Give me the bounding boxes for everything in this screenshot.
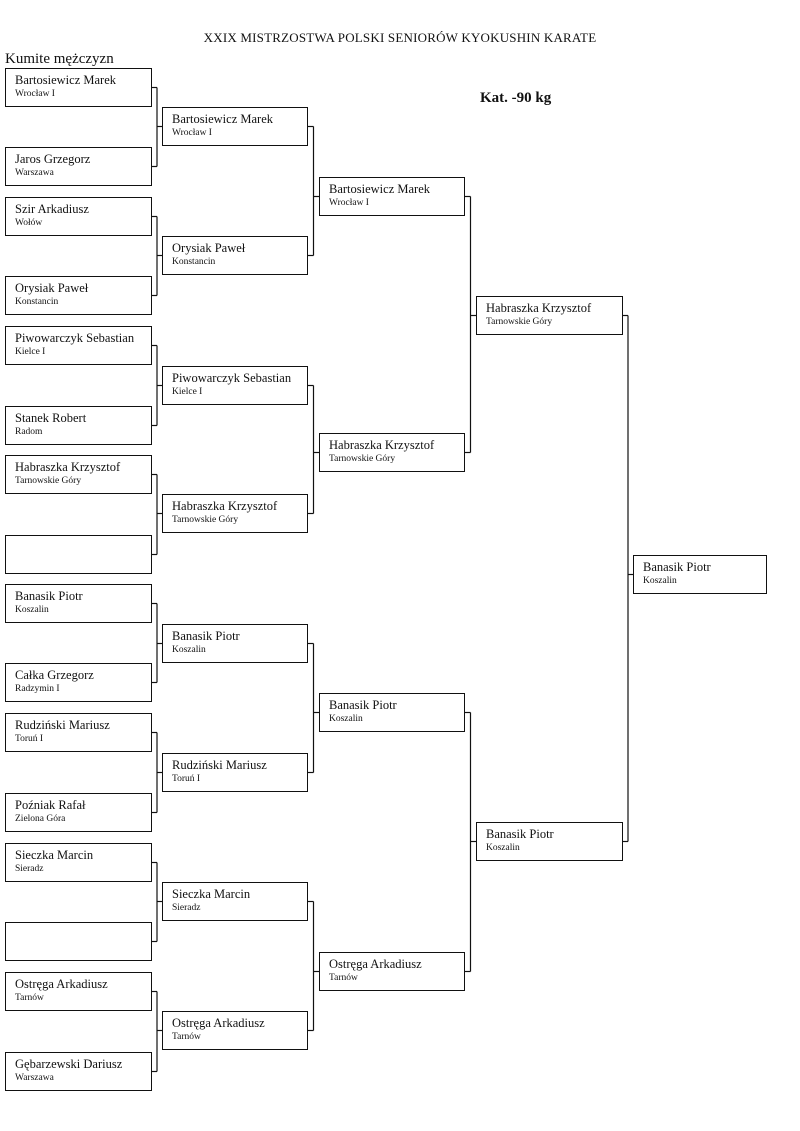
- competitor-club: Kielce I: [172, 387, 203, 397]
- competitor-name: Banasik Piotr: [172, 629, 240, 643]
- competitor-club: Toruń I: [172, 774, 201, 784]
- competitor-club: Tarnowskie Góry: [172, 515, 239, 525]
- competitor-club: Wrocław I: [329, 198, 369, 208]
- competitor-name: Ostręga Arkadiusz: [172, 1016, 265, 1030]
- competitor-name: Orysiak Paweł: [15, 281, 89, 295]
- competitor-name: Piwowarczyk Sebastian: [172, 371, 292, 385]
- competitor-club: Tarnów: [15, 993, 44, 1003]
- competitor-name: Banasik Piotr: [643, 560, 711, 574]
- competitor-name: Ostręga Arkadiusz: [329, 957, 422, 971]
- competitor-name: Piwowarczyk Sebastian: [15, 331, 135, 345]
- competitor-name: Stanek Robert: [15, 411, 87, 425]
- competitor-club: Koszalin: [329, 714, 363, 724]
- competitor-name: Banasik Piotr: [329, 698, 397, 712]
- competitor-club: Sieradz: [172, 903, 201, 913]
- competitor-club: Zielona Góra: [15, 814, 66, 824]
- competitor-name: Banasik Piotr: [15, 589, 83, 603]
- competitor-name: Habraszka Krzysztof: [329, 438, 435, 452]
- competitor-club: Radzymin I: [15, 684, 60, 694]
- competitor-name: Jaros Grzegorz: [15, 152, 91, 166]
- weight-category: Kat. -90 kg: [480, 90, 552, 106]
- competitor-club: Wrocław I: [172, 128, 212, 138]
- competitor-name: Gębarzewski Dariusz: [15, 1057, 123, 1071]
- competitor-name: Bartosiewicz Marek: [15, 73, 117, 87]
- competitor-club: Koszalin: [15, 605, 49, 615]
- competitor-club: Koszalin: [643, 576, 677, 586]
- competitor-club: Wołów: [15, 218, 43, 228]
- competitor-club: Tarnowskie Góry: [15, 476, 82, 486]
- competitor-club: Warszawa: [15, 1073, 54, 1083]
- competitor-club: Tarnowskie Góry: [329, 454, 396, 464]
- competitor-club: Konstancin: [172, 257, 216, 267]
- competitor-name: Sieczka Marcin: [172, 887, 251, 901]
- competitor-name: Rudziński Mariusz: [15, 718, 110, 732]
- competitor-name: Bartosiewicz Marek: [329, 182, 431, 196]
- competitor-name: Szir Arkadiusz: [15, 202, 89, 216]
- competitor-name: Habraszka Krzysztof: [486, 301, 592, 315]
- competitor-club: Warszawa: [15, 168, 54, 178]
- competitor-club: Koszalin: [172, 645, 206, 655]
- round1-slot: [5, 922, 152, 961]
- competitor-club: Konstancin: [15, 297, 59, 307]
- competitor-club: Kielce I: [15, 347, 46, 357]
- competitor-name: Habraszka Krzysztof: [172, 499, 278, 513]
- competitor-club: Radom: [15, 427, 43, 437]
- event-subtitle: Kumite mężczyzn: [5, 51, 114, 67]
- competitor-club: Koszalin: [486, 843, 520, 853]
- competitor-name: Ostręga Arkadiusz: [15, 977, 108, 991]
- competitor-club: Wrocław I: [15, 89, 55, 99]
- competitor-club: Tarnów: [172, 1032, 201, 1042]
- competitor-name: Całka Grzegorz: [15, 668, 94, 682]
- competitor-club: Toruń I: [15, 734, 44, 744]
- competitor-name: Bartosiewicz Marek: [172, 112, 274, 126]
- competitor-name: Habraszka Krzysztof: [15, 460, 121, 474]
- competitor-name: Rudziński Mariusz: [172, 758, 267, 772]
- competitor-name: Poźniak Rafał: [15, 798, 86, 812]
- competitor-club: Tarnów: [329, 973, 358, 983]
- round1-slot: [5, 535, 152, 574]
- competitor-name: Orysiak Paweł: [172, 241, 246, 255]
- document-title: XXIX MISTRZOSTWA POLSKI SENIORÓW KYOKUSH…: [203, 30, 597, 45]
- competitor-club: Tarnowskie Góry: [486, 317, 553, 327]
- competitor-name: Sieczka Marcin: [15, 848, 94, 862]
- competitor-name: Banasik Piotr: [486, 827, 554, 841]
- competitor-club: Sieradz: [15, 864, 44, 874]
